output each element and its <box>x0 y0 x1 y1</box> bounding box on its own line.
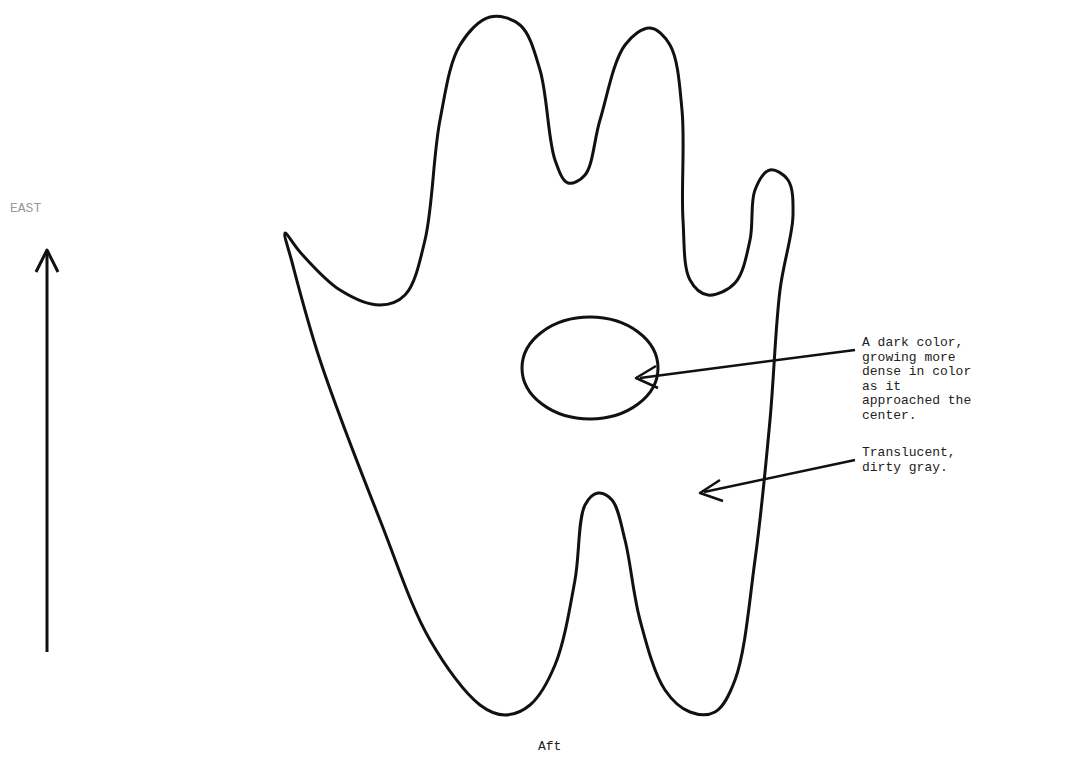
dark-center <box>522 317 658 419</box>
callout-note: Translucent, dirty gray. <box>862 446 984 475</box>
leader-line <box>704 460 855 492</box>
callout-note: A dark color, growing more dense in colo… <box>862 336 984 423</box>
leader-arrowhead <box>636 366 658 388</box>
object-outline <box>285 16 793 715</box>
leader-arrowhead <box>700 480 723 501</box>
direction-label: EAST <box>10 202 41 217</box>
leader-line <box>640 350 855 378</box>
direction-arrowhead <box>36 250 58 272</box>
direction-arrow <box>46 252 49 652</box>
direction-label: Aft <box>538 740 561 755</box>
